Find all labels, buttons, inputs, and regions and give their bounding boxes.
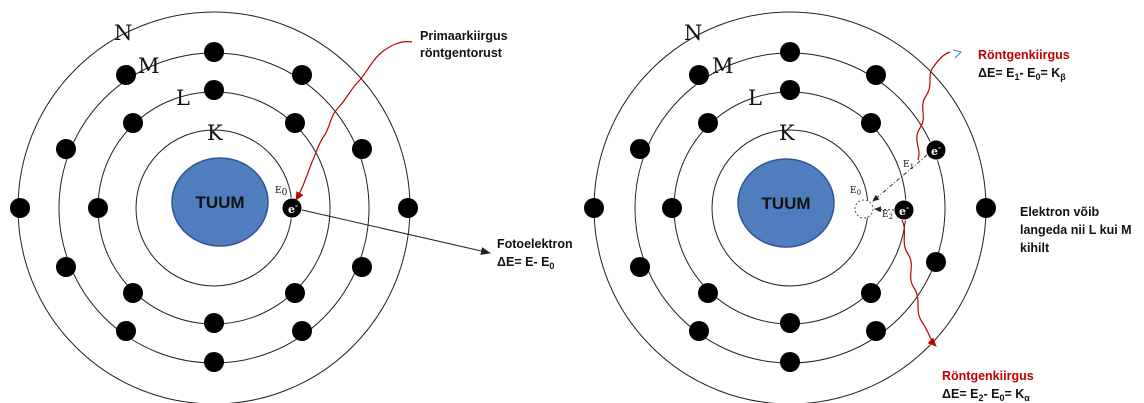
left-energy-label: E0 [275,186,288,198]
left-electrons [10,42,418,372]
right-energy2-label: E2 [882,210,893,221]
right-atom: TUUM K L M N E0 [584,11,1132,403]
right-electrons [584,42,996,372]
electron [292,65,312,85]
right-note-line-1: Elektron võib [1020,205,1100,219]
right-xray-top-label: Röntgenkiirgus [978,48,1070,62]
electron [584,198,604,218]
electron [926,252,946,272]
right-shell-n-label: N [684,21,702,45]
right-energy1-label: E1 [903,160,914,171]
right-shell-k-label: K [779,121,795,145]
electron [204,352,224,372]
right-xray-bottom-label: Röntgenkiirgus [942,369,1034,383]
electron [689,65,709,85]
right-k-vacancy [854,199,874,219]
right-l-electron-label: e- [899,203,909,218]
electron [698,283,718,303]
electron [976,198,996,218]
electron [285,283,305,303]
electron [123,113,143,133]
right-m-electron [925,139,947,161]
left-photoelectron-arrow [301,209,491,255]
right-shell-l-label: L [748,86,762,110]
left-nucleus [171,157,269,247]
left-shell-n-label: N [114,21,132,45]
right-nucleus-label: TUUM [761,194,810,213]
electron [56,139,76,159]
electron [866,321,886,341]
right-note-line-3: kihilt [1020,241,1050,255]
electron [88,198,108,218]
electron [780,352,800,372]
electron [352,139,372,159]
left-primary-label-2: röntgentorust [420,46,503,60]
right-kbeta-xray [916,51,951,161]
left-k-electron-label: e- [288,201,298,216]
electron [123,283,143,303]
right-xray-top-eq: ΔE= E1- E0= Kβ [978,66,1066,82]
electron [116,65,136,85]
left-primary-label-1: Primaarkiirgus [420,29,508,43]
left-nucleus-label: TUUM [195,193,244,212]
electron [780,42,800,62]
electron [292,321,312,341]
electron [398,198,418,218]
right-note-line-2: langeda nii L kui M [1020,223,1132,237]
electron [861,113,881,133]
electron [698,113,718,133]
electron [352,257,372,277]
electron [204,42,224,62]
electron [10,198,30,218]
electron [204,313,224,333]
electron [630,139,650,159]
right-l-transition-arrow [874,206,895,213]
left-photo-eq: ΔE= E- E0 [497,255,554,271]
right-m-transition-arrow [872,154,928,202]
electron [866,65,886,85]
left-shell-l-label: L [176,86,190,110]
electron [285,113,305,133]
electron [780,80,800,100]
electron [116,321,136,341]
left-shell-m-label: M [138,54,160,78]
electron [780,313,800,333]
left-primary-xray-arrow [295,41,413,201]
electron [689,321,709,341]
right-kbeta-arrowhead [952,49,962,59]
right-kalpha-xray [901,219,937,347]
electron [630,257,650,277]
left-k-electron [281,197,303,219]
right-m-electron-label: e- [931,143,941,158]
right-energy0-label: E0 [850,186,861,197]
right-nucleus [737,158,835,248]
left-photo-label: Fotoelektron [497,237,573,251]
right-xray-bottom-eq: ΔE= E2- E0= Kα [942,387,1030,403]
left-shell-k-label: K [207,121,223,145]
electron [662,198,682,218]
electron [204,80,224,100]
right-shell-m-label: M [712,54,734,78]
electron [861,283,881,303]
electron [56,257,76,277]
left-atom: TUUM K L M N e- E0 [10,11,573,403]
